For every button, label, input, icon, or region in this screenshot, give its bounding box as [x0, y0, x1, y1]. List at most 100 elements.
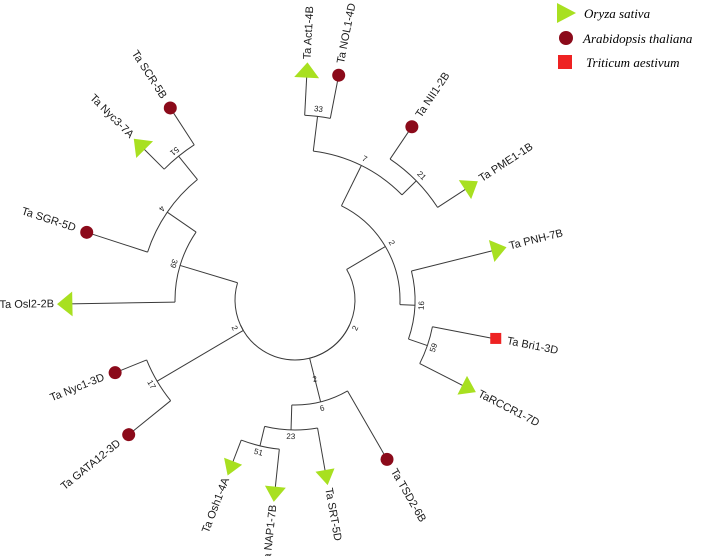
- oryza-sativa-marker: [264, 485, 286, 502]
- leaf-label: Ta SCR-5B: [129, 48, 169, 101]
- branch-arc: [291, 390, 348, 406]
- oryza-sativa-marker: [57, 291, 73, 317]
- branch-line: [178, 155, 198, 180]
- legend-item-triticum-aestivum: Triticum aestivum: [558, 55, 680, 70]
- branch-line: [156, 330, 244, 382]
- leaf-label: Ta SRT-5D: [322, 487, 343, 542]
- legend-label-arabidopsis-thaliana: Arabidopsis thaliana: [582, 31, 693, 46]
- branch-arc: [147, 179, 198, 253]
- branch-line: [419, 363, 465, 387]
- arabidopsis-thaliana-marker: [122, 428, 136, 442]
- branch-line: [432, 326, 492, 339]
- species-legend: Oryza sativa Arabidopsis thaliana Tritic…: [557, 3, 693, 70]
- arabidopsis-thaliana-marker: [80, 225, 94, 239]
- branch-arc: [234, 282, 244, 331]
- branch-arc: [313, 150, 403, 196]
- branch-line: [70, 301, 176, 305]
- oryza-sativa-marker: [458, 180, 478, 200]
- legend-item-oryza-sativa: Oryza sativa: [557, 3, 651, 23]
- node-support-label: 7: [361, 154, 369, 164]
- legend-item-arabidopsis-thaliana: Arabidopsis thaliana: [559, 31, 693, 46]
- root-arc: [240, 325, 350, 361]
- branch-line: [304, 75, 308, 116]
- branch-line: [401, 180, 417, 196]
- leaf-label: Ta Osl2-2B: [0, 298, 54, 311]
- branch-arc: [407, 270, 416, 340]
- branch-arc: [264, 425, 318, 431]
- leaf-label: Ta Nyc3-7A: [87, 92, 136, 141]
- oryza-sativa-marker: [294, 62, 320, 79]
- leaf-label: Ta Nyc1-3D: [48, 372, 106, 405]
- tree-leaves: Ta Act1-4B Ta NOL1-4D Ta NII1-2B Ta PME1-1B…: [0, 2, 564, 556]
- leaf-label: TaRCCR1-7D: [476, 388, 541, 429]
- leaf-label: Ta PME1-1B: [477, 141, 535, 185]
- leaf-label: Ta TSD2-6B: [388, 467, 428, 525]
- branch-line: [437, 187, 468, 208]
- branch-line: [312, 116, 319, 152]
- arabidopsis-thaliana-marker: [405, 120, 419, 134]
- branch-line: [408, 338, 428, 347]
- branch-line: [131, 400, 171, 433]
- branch-line: [118, 359, 147, 372]
- branch-line: [309, 358, 314, 373]
- legend-triangle-marker: [557, 3, 576, 23]
- node-support-label: 21: [415, 169, 428, 182]
- branch-line: [317, 427, 326, 473]
- branch-line: [329, 79, 339, 119]
- leaf-label: Ta Act1-4B: [302, 6, 317, 60]
- branch-arc: [146, 359, 172, 402]
- oryza-sativa-marker: [457, 375, 476, 395]
- branch-line: [347, 390, 386, 457]
- node-support-label: 51: [253, 447, 264, 458]
- node-support-label: 16: [417, 300, 426, 310]
- leaf-label: Ta Osh1-4A: [200, 476, 232, 535]
- legend-label-triticum-aestivum: Triticum aestivum: [586, 55, 680, 70]
- leaf-label: Ta NII1-2B: [414, 70, 453, 120]
- leaf-label: Ta NOL1-4D: [335, 2, 358, 64]
- node-support-label: 4: [157, 204, 167, 213]
- arabidopsis-thaliana-marker: [163, 101, 177, 115]
- node-support-label: 2: [312, 374, 319, 384]
- arabidopsis-thaliana-marker: [108, 366, 122, 380]
- node-support-label: 6: [319, 403, 326, 413]
- tree-branches: [70, 75, 495, 490]
- leaf-label: Ta NAP1-7B: [261, 504, 279, 556]
- leaf-label: Ta SGR-5D: [20, 205, 77, 234]
- legend-square-marker: [558, 55, 572, 69]
- branch-line: [389, 129, 411, 160]
- branch-line: [231, 439, 242, 464]
- branch-line: [259, 426, 266, 446]
- branch-line: [179, 264, 238, 284]
- branch-line: [290, 404, 293, 430]
- node-support-label: 23: [286, 432, 296, 441]
- node-support-label: 59: [428, 342, 440, 354]
- triticum-aestivum-marker: [490, 332, 502, 344]
- branch-line: [274, 449, 280, 490]
- leaf-label: Ta PNH-7B: [508, 227, 564, 252]
- oryza-sativa-marker: [133, 138, 154, 159]
- branch-line: [166, 211, 197, 233]
- node-support-label: 2: [230, 324, 240, 332]
- node-support-label: 2: [350, 324, 360, 332]
- node-support-label: 33: [313, 104, 323, 114]
- branch-line: [340, 165, 362, 207]
- legend-label-oryza-sativa: Oryza sativa: [584, 6, 651, 21]
- branch-line: [172, 111, 195, 146]
- oryza-sativa-marker: [315, 468, 335, 486]
- branch-arc: [309, 269, 356, 359]
- leaf-label: Ta GATA12-3D: [59, 437, 123, 492]
- branch-line: [312, 372, 322, 402]
- branch-line: [411, 249, 495, 272]
- branch-line: [90, 233, 148, 253]
- branch-line: [399, 304, 415, 306]
- node-support-label: 17: [145, 378, 158, 391]
- node-support-label: 39: [168, 258, 179, 270]
- branch-arc: [389, 158, 438, 208]
- oryza-sativa-marker: [488, 239, 507, 262]
- legend-circle-marker: [559, 31, 573, 45]
- branch-arc: [341, 205, 401, 305]
- arabidopsis-thaliana-marker: [380, 452, 394, 466]
- node-support-label: 2: [387, 239, 397, 248]
- branch-line: [142, 147, 165, 170]
